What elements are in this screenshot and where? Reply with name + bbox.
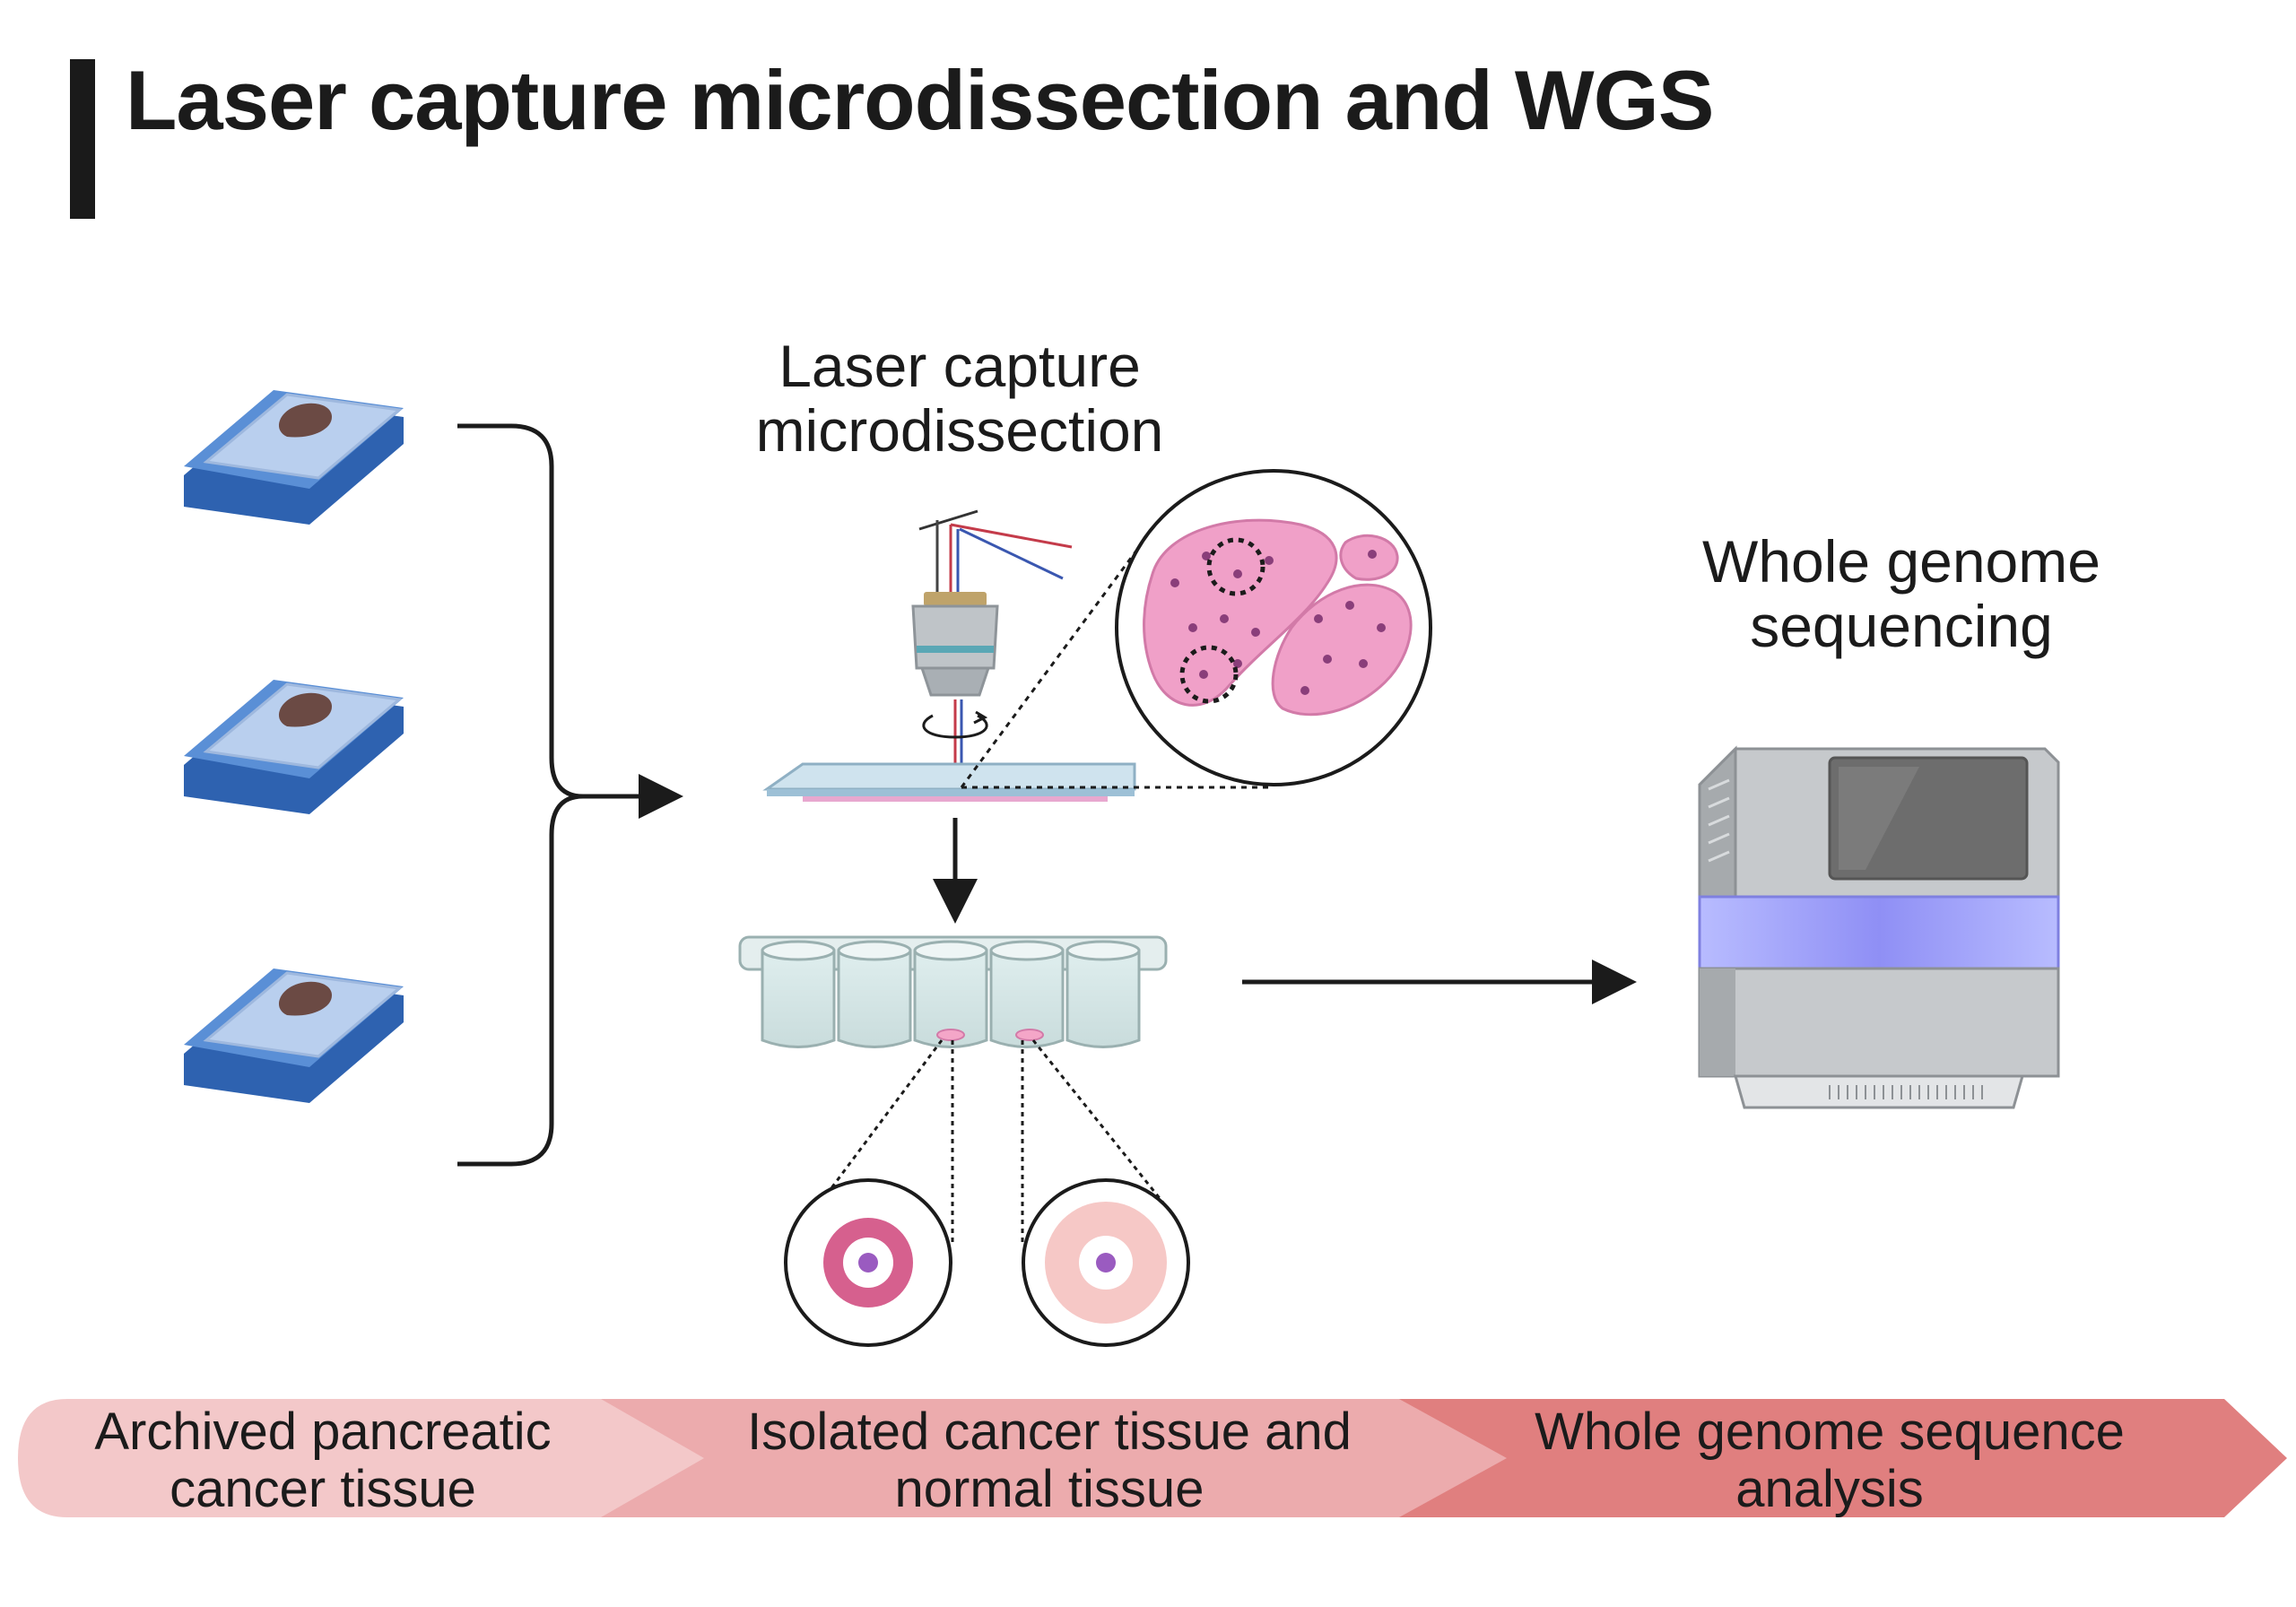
lcm-label: Laser capture microdissection [718, 334, 1202, 463]
cancer-tissue-sample-icon [784, 1178, 952, 1347]
tissue-zoom-circle [1115, 469, 1432, 786]
process-banner [18, 1399, 2287, 1517]
tissue-cassette-2 [184, 680, 404, 814]
banner-step-2-line2: normal tissue [894, 1460, 1205, 1518]
title-accent-bar [70, 59, 95, 219]
banner-step-1-line1: Archived pancreatic [94, 1403, 552, 1461]
banner-step-2 [601, 1399, 1507, 1517]
banner-step-2-label: Isolated cancer tissue and normal tissue [682, 1403, 1417, 1518]
sample-zoom-lines [816, 1039, 1168, 1247]
merge-bracket [457, 423, 584, 1167]
banner-step-1 [18, 1399, 704, 1517]
tube-strip [738, 935, 1168, 1048]
zoom-line-upper [960, 546, 1141, 788]
banner-step-3 [1399, 1399, 2287, 1517]
banner-step-2-line1: Isolated cancer tissue and [747, 1403, 1352, 1461]
banner-step-1-line2: cancer tissue [170, 1460, 476, 1518]
lcm-label-line2: microdissection [755, 397, 1164, 464]
wgs-label-line2: sequencing [1750, 593, 2053, 659]
lcm-label-line1: Laser capture [778, 333, 1141, 399]
banner-step-3-line2: analysis [1735, 1460, 1924, 1518]
wgs-label-line1: Whole genome [1702, 528, 2100, 595]
normal-tissue-sample-icon [1022, 1178, 1190, 1347]
glass-slide [762, 762, 1136, 802]
sequencer-machine-icon [1698, 745, 2060, 1109]
banner-step-3-label: Whole genome sequence analysis [1471, 1403, 2188, 1518]
banner-step-1-label: Archived pancreatic cancer tissue [36, 1403, 610, 1518]
banner-step-3-line1: Whole genome sequence [1535, 1403, 2125, 1461]
microscope-objective-icon [911, 592, 999, 739]
page-title: Laser capture microdissection and WGS [126, 53, 1714, 147]
tissue-cassette-1 [184, 390, 404, 525]
wgs-label: Whole genome sequencing [1650, 529, 2152, 658]
tissue-cassette-3 [184, 969, 404, 1103]
